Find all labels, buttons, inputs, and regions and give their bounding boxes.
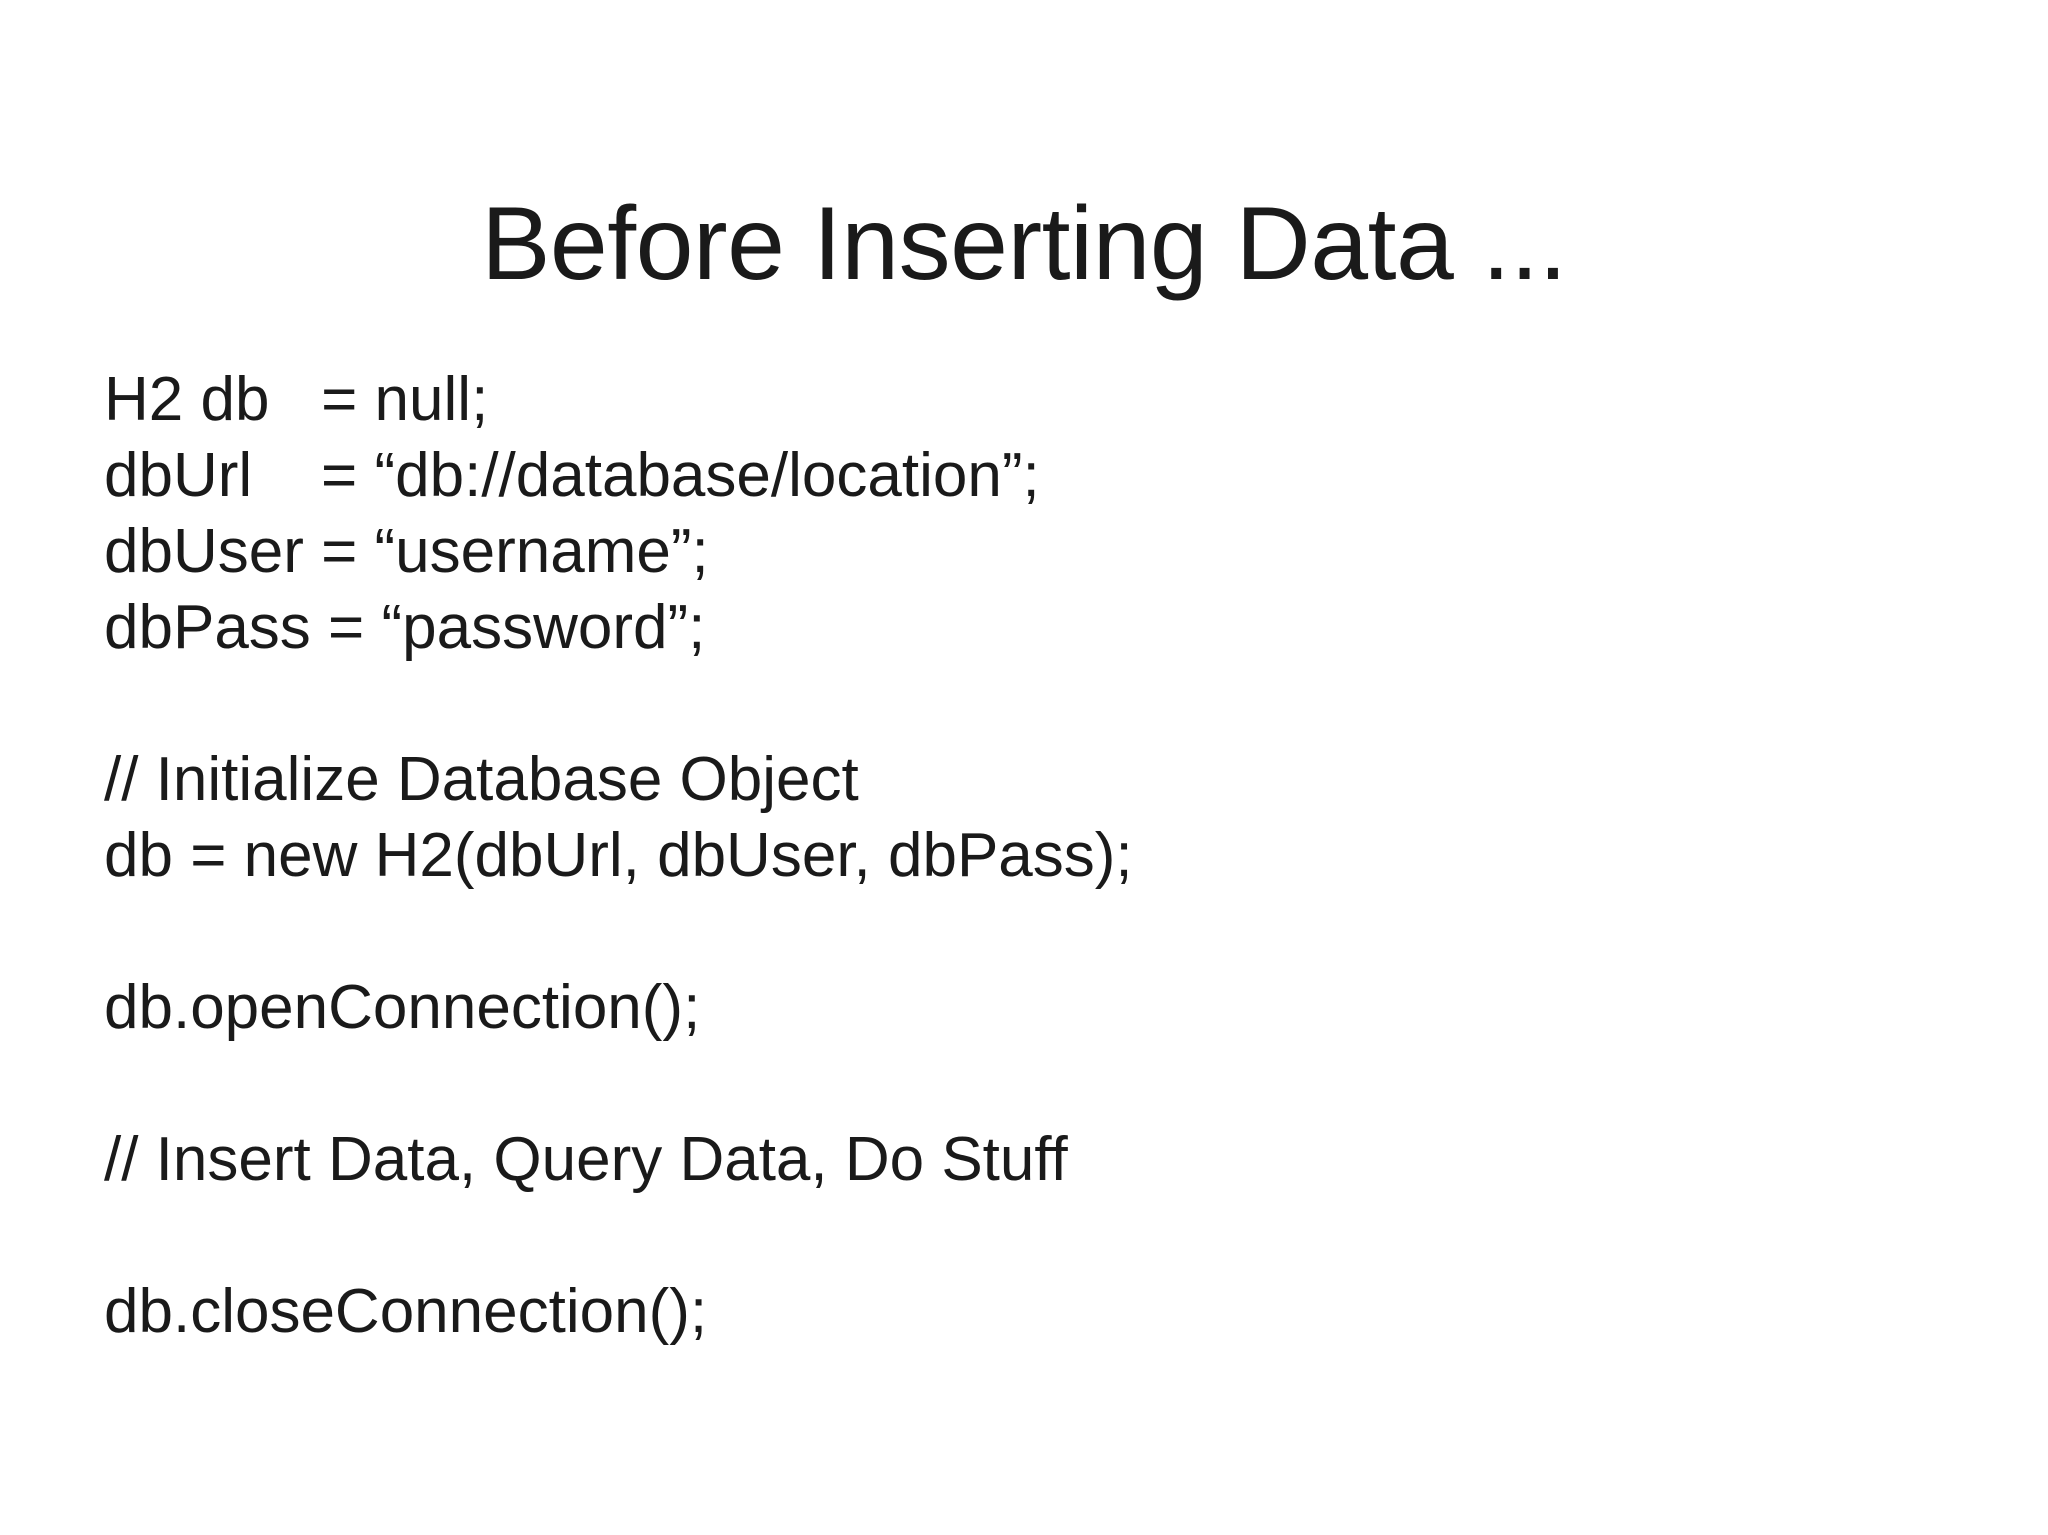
code-line-blank <box>104 1198 1904 1274</box>
code-line-blank <box>104 1046 1904 1122</box>
page-title: Before Inserting Data ... <box>481 185 1567 302</box>
code-line-comment: // Insert Data, Query Data, Do Stuff <box>104 1125 1068 1194</box>
code-line: db = new H2(dbUrl, dbUser, dbPass); <box>104 821 1133 890</box>
code-line: dbUrl = “db://database/location”; <box>104 441 1040 510</box>
code-line-blank <box>104 894 1904 970</box>
code-line-blank <box>104 666 1904 742</box>
code-line: db.openConnection(); <box>104 973 701 1042</box>
code-line: dbPass = “password”; <box>104 593 706 662</box>
code-line: dbUser = “username”; <box>104 517 709 586</box>
code-block: H2 db = null; dbUrl = “db://database/loc… <box>104 362 1904 1350</box>
code-line: db.closeConnection(); <box>104 1277 708 1346</box>
code-line: H2 db = null; <box>104 365 489 434</box>
code-line-comment: // Initialize Database Object <box>104 745 859 814</box>
